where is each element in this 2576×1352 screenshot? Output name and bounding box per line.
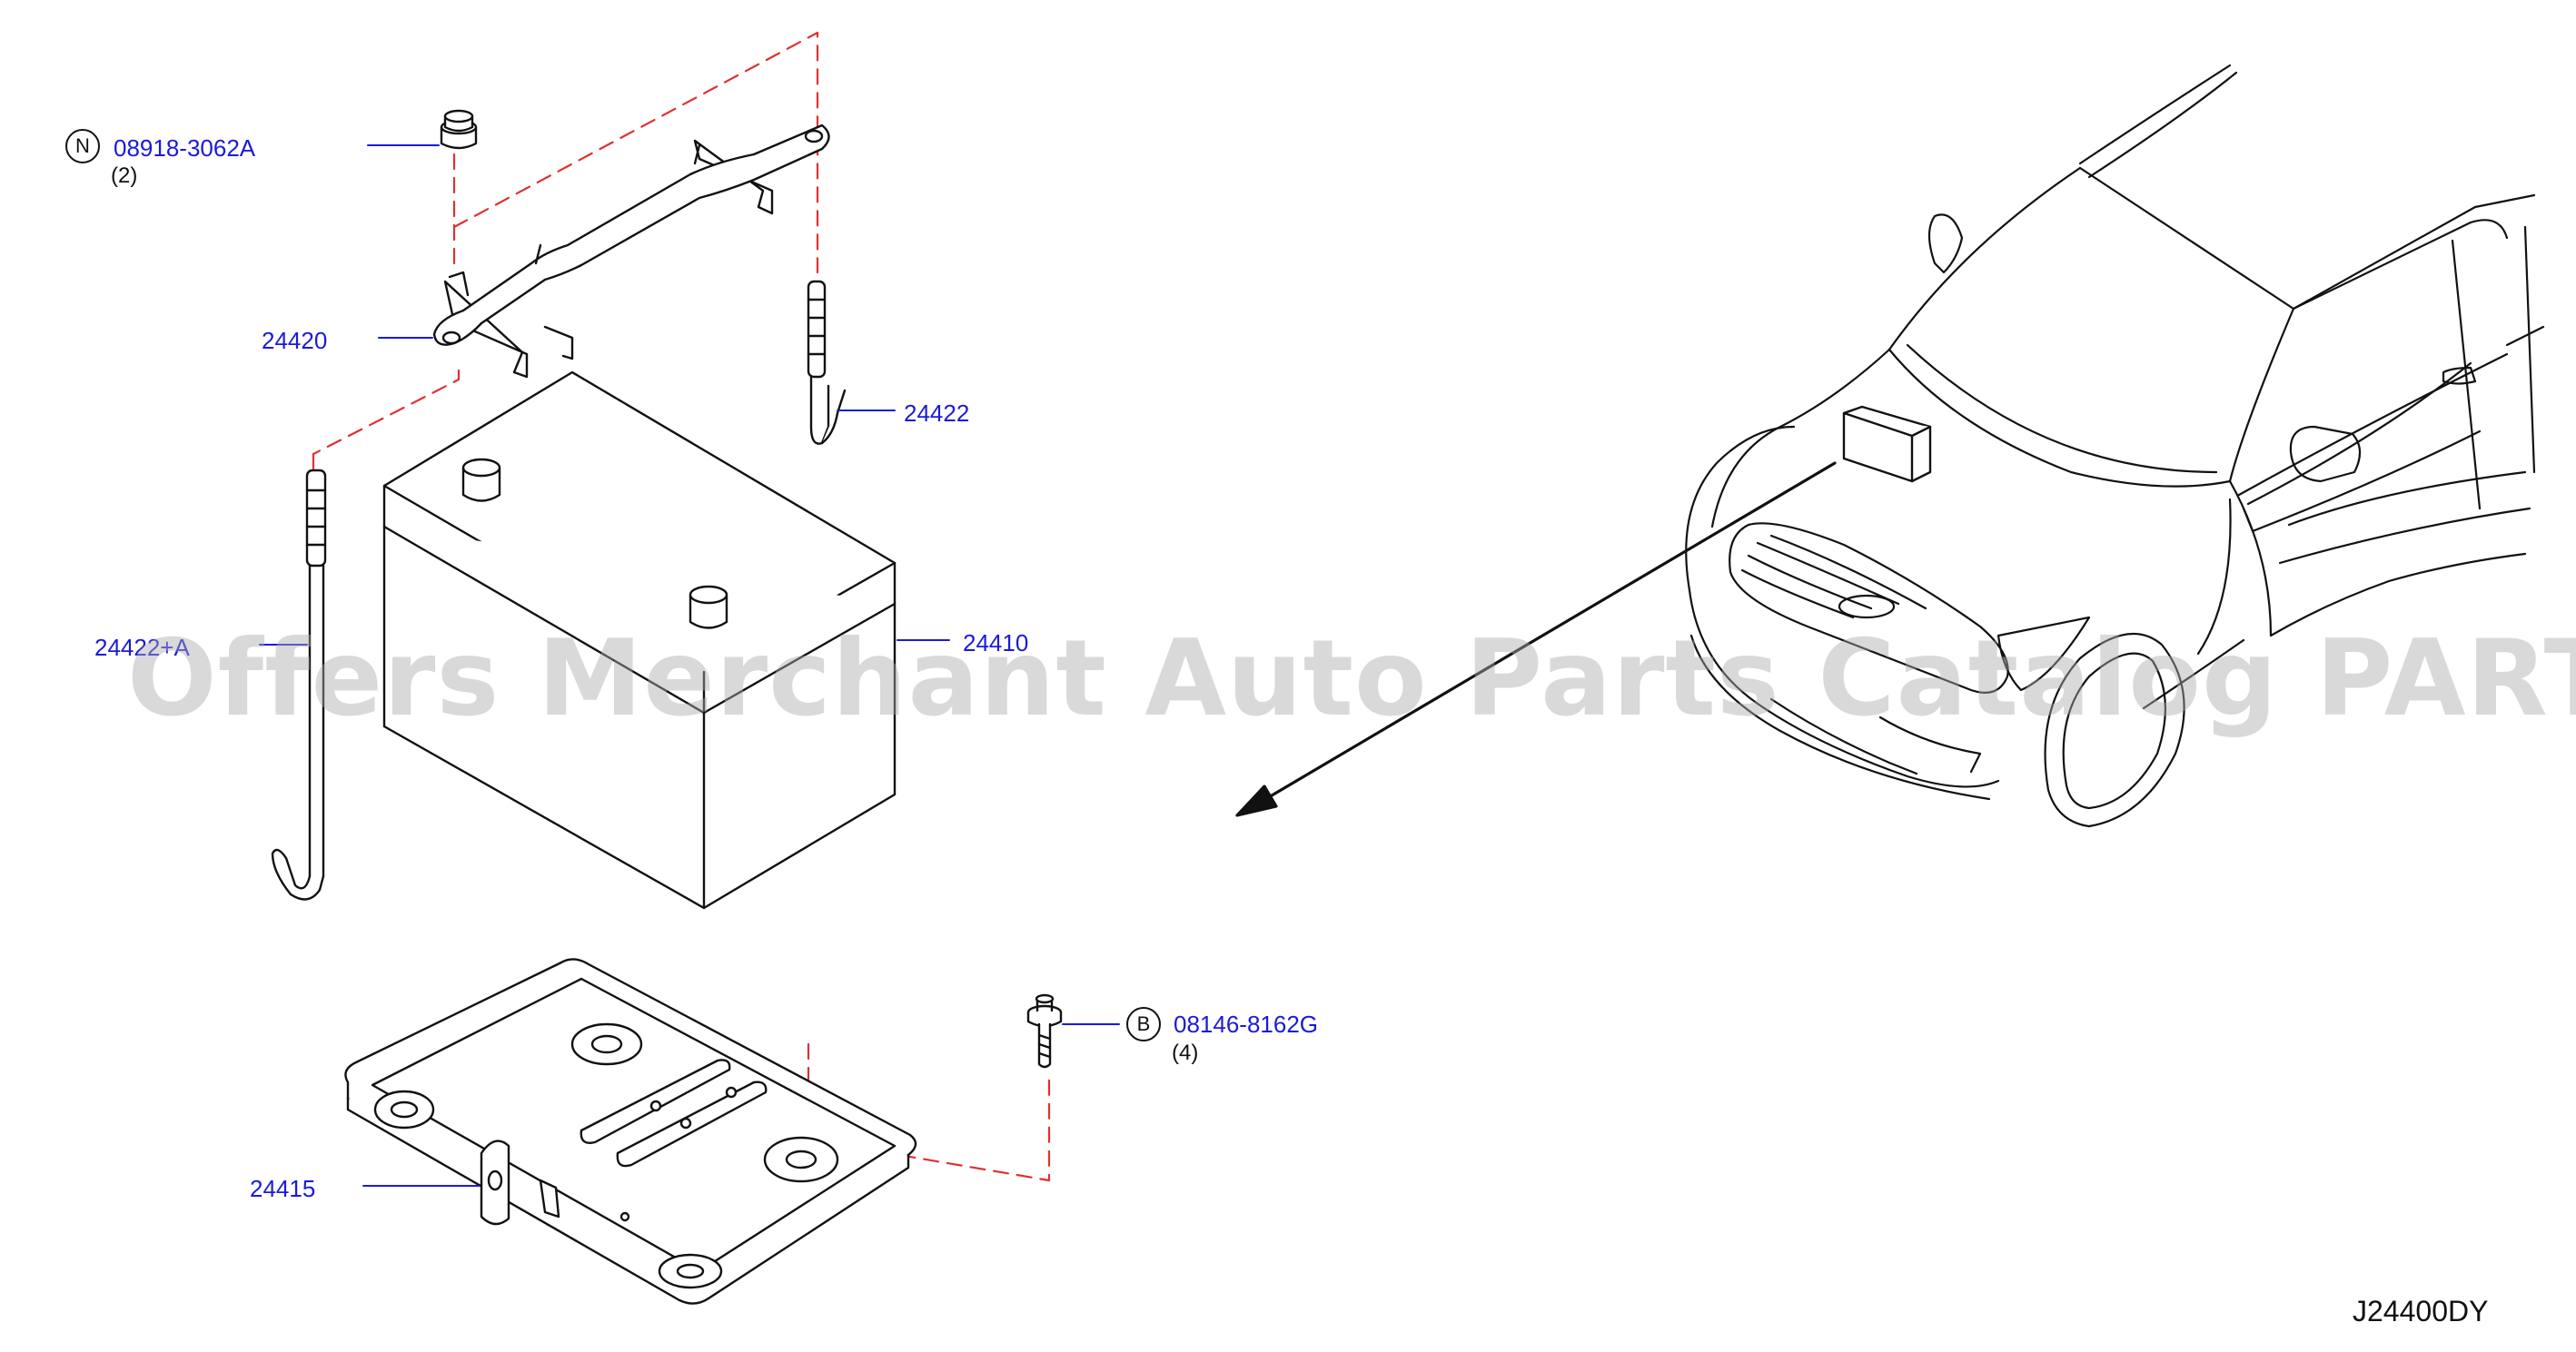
location-arrow [1235, 461, 1837, 817]
label-24410[interactable]: 24410 [963, 629, 1029, 656]
leader-lines [259, 144, 1120, 1187]
vehicle-outline [1685, 64, 2545, 828]
flange-bolt [1026, 993, 1063, 1069]
nut-badge: N [65, 129, 100, 163]
watermark: Offers Merchant Auto Parts Catalog PARTS… [127, 617, 2576, 740]
nut-quantity: (2) [111, 163, 138, 188]
hold-down-frame [432, 123, 830, 379]
label-08146-8162G[interactable]: 08146-8162G [1174, 1011, 1319, 1038]
label-08918-3062A[interactable]: 08918-3062A [114, 134, 256, 162]
hook-rod-right [807, 280, 847, 445]
label-24422-plus-a[interactable]: 24422+A [94, 634, 190, 661]
hook-rod-left [271, 469, 327, 901]
flange-nut [440, 109, 478, 150]
battery [382, 370, 897, 910]
battery-tray [344, 958, 917, 1305]
bolt-badge: B [1126, 1007, 1161, 1041]
label-24415[interactable]: 24415 [250, 1175, 316, 1202]
battery-location-box [1842, 405, 1932, 483]
diagram-id: J24400DY [2353, 1295, 2489, 1327]
bolt-quantity: (4) [1172, 1041, 1199, 1065]
label-24420[interactable]: 24420 [262, 327, 328, 354]
label-24422[interactable]: 24422 [904, 400, 970, 427]
